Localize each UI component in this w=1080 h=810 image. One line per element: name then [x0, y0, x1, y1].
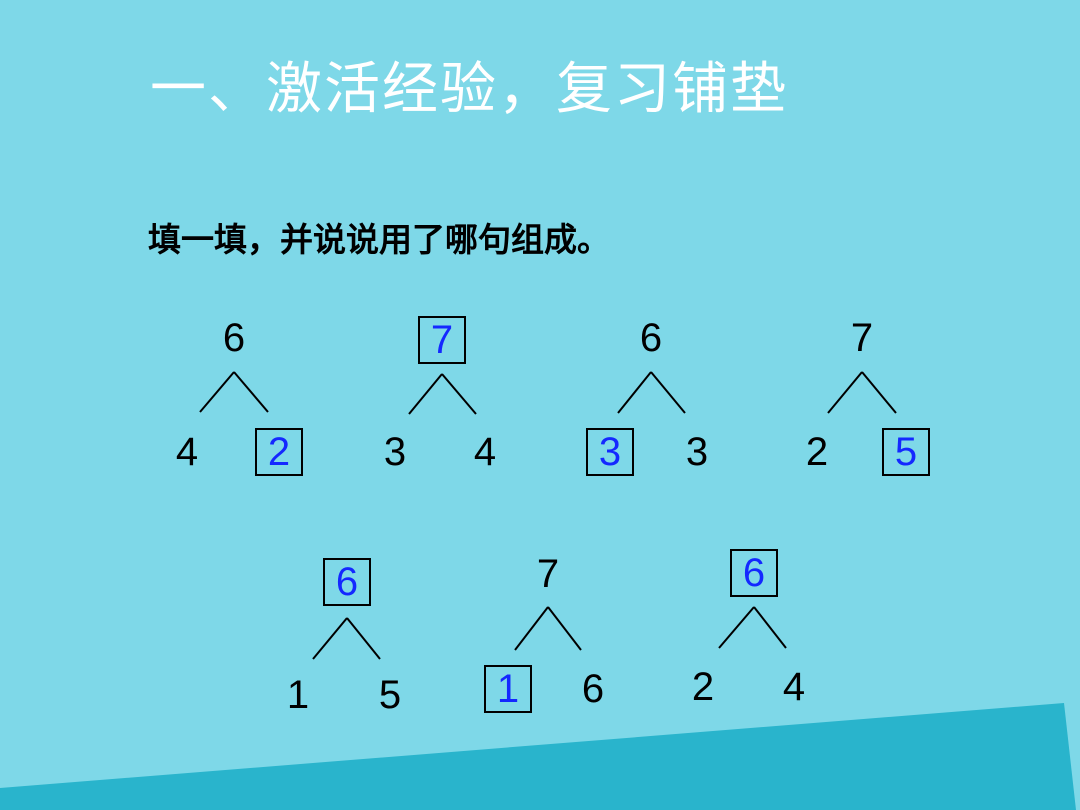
- number-left: 1: [286, 673, 310, 717]
- number-left: 4: [175, 430, 199, 474]
- branch-line-left: [617, 371, 652, 414]
- number-right: 4: [473, 430, 497, 474]
- answer-box-left: 1: [484, 665, 532, 713]
- number-total: 6: [222, 316, 246, 360]
- branch-line-right: [441, 373, 477, 415]
- branch-line-left: [408, 373, 443, 415]
- instruction-text: 填一填，并说说用了哪句组成。: [148, 220, 610, 259]
- branch-line-left: [312, 617, 348, 660]
- number-right: 6: [581, 667, 605, 711]
- answer-box-right: 5: [882, 428, 930, 476]
- answer-box-right: 2: [255, 428, 303, 476]
- answer-box-left: 3: [586, 428, 634, 476]
- branch-line-right: [650, 371, 686, 414]
- number-right: 4: [782, 665, 806, 709]
- branch-line-right: [346, 617, 381, 660]
- branch-line-right: [547, 606, 582, 651]
- slide-title: 一、激活经验，复习铺垫: [150, 57, 788, 122]
- branch-line-left: [514, 606, 549, 651]
- answer-box-total: 7: [418, 316, 466, 364]
- branch-line-right: [233, 371, 269, 413]
- number-right: 3: [685, 430, 709, 474]
- answer-box-total: 6: [323, 558, 371, 606]
- branch-line-right: [753, 606, 787, 649]
- number-total: 7: [536, 552, 560, 596]
- answer-box-total: 6: [730, 549, 778, 597]
- number-total: 6: [639, 316, 663, 360]
- number-left: 2: [805, 430, 829, 474]
- number-left: 3: [383, 430, 407, 474]
- wedge-shape: [0, 703, 1076, 810]
- number-right: 5: [378, 673, 402, 717]
- branch-line-left: [199, 371, 235, 413]
- number-total: 7: [850, 316, 874, 360]
- branch-line-right: [861, 371, 897, 414]
- branch-line-left: [827, 371, 863, 414]
- branch-line-left: [718, 606, 755, 649]
- number-left: 2: [691, 665, 715, 709]
